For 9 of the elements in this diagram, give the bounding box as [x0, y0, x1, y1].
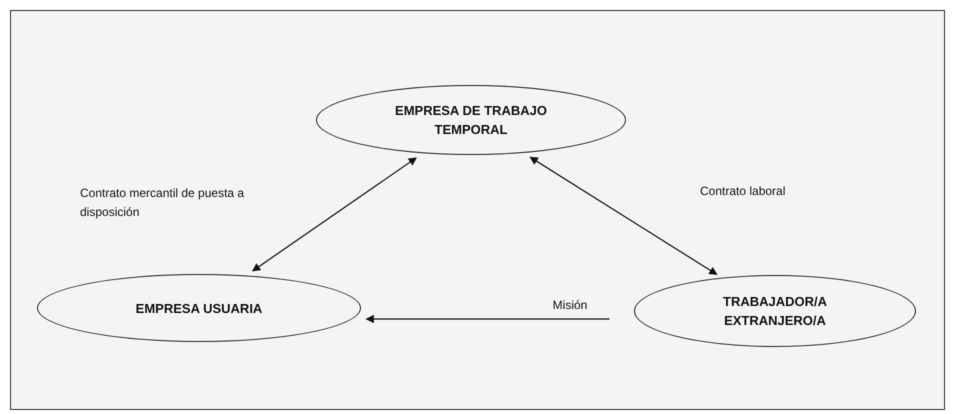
- arrow: [365, 314, 610, 324]
- node-label: EMPRESA DE TRABAJO TEMPORAL: [394, 102, 548, 139]
- node-label: TRABAJADOR/A EXTRANJERO/A: [722, 293, 828, 330]
- arrow: [529, 156, 718, 275]
- arrow: [252, 157, 417, 272]
- node-label: EMPRESA USUARIA: [134, 300, 264, 318]
- edge-label: Contrato mercantil de puesta a disposición: [80, 185, 246, 221]
- edge-label: Misión: [552, 297, 588, 314]
- edge-label: Contrato laboral: [700, 183, 786, 200]
